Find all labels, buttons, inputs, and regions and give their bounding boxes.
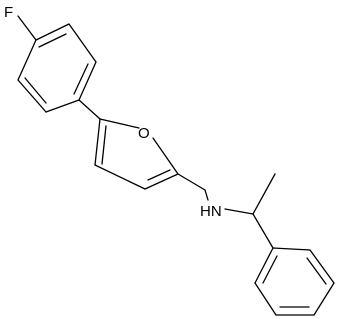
- bond-aryl-furan: [78, 99, 101, 120]
- oxygen-label: O: [138, 125, 150, 142]
- bond-furan-ch2: [177, 173, 206, 191]
- bond: [254, 282, 277, 316]
- bond: [152, 137, 179, 175]
- double-bond-inner: [24, 77, 47, 104]
- bond: [17, 39, 37, 81]
- double-bond-inner: [38, 33, 67, 48]
- double-bond-inner: [73, 63, 89, 95]
- bond-ch2-n: [204, 189, 209, 201]
- fluorine-label: F: [4, 4, 13, 21]
- bond: [17, 79, 47, 113]
- amine-label: HN: [200, 203, 222, 220]
- bond: [254, 247, 274, 284]
- furan-ring: [94, 118, 179, 190]
- bond: [94, 118, 101, 166]
- double-bond-inner: [147, 169, 171, 181]
- bond-c-f: [17, 15, 37, 41]
- bond: [144, 173, 179, 190]
- fluorophenyl-ring: [17, 23, 97, 113]
- bond-n-ch: [224, 208, 254, 215]
- bond: [35, 23, 70, 41]
- bond: [45, 99, 80, 113]
- bond: [272, 247, 311, 251]
- bond: [309, 249, 335, 284]
- bond: [68, 23, 97, 63]
- bond: [99, 118, 140, 129]
- double-bond-inner: [306, 257, 327, 285]
- bond-ch-methyl: [252, 173, 276, 215]
- phenyl-ring: [254, 247, 335, 316]
- bond: [94, 164, 146, 190]
- double-bond-inner: [101, 125, 107, 165]
- bond-ch-phenyl: [252, 213, 274, 249]
- bond: [313, 282, 335, 316]
- double-bond-inner: [262, 255, 278, 284]
- bond: [78, 61, 97, 101]
